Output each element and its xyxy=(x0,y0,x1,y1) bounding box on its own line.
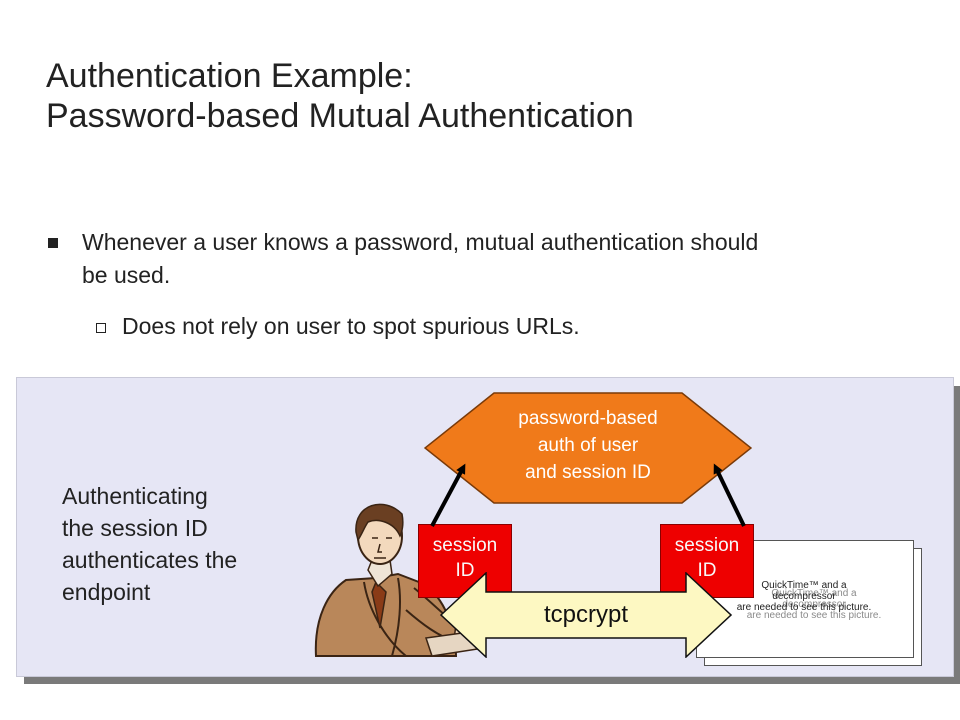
image-placeholder-front xyxy=(696,540,914,658)
hexagon-label-line-1: password-based xyxy=(518,408,658,429)
password-auth-hexagon xyxy=(424,392,752,504)
placeholder-text-front: QuickTime™ and a decompressor are needed… xyxy=(736,580,872,613)
hexagon-label-line-2: auth of user xyxy=(537,435,639,456)
tcpcrypt-double-arrow xyxy=(440,572,732,658)
placeholder-text-back: QuickTime™ and a decompressor are needed… xyxy=(746,588,882,621)
bullet-main-text: Whenever a user knows a password, mutual… xyxy=(82,229,759,288)
panel-caption-line-3: authenticates the xyxy=(62,547,238,573)
bullet-main: Whenever a user knows a password, mutual… xyxy=(48,226,782,292)
slide-title: Authentication Example: Password-based M… xyxy=(46,56,634,136)
panel-caption-line-1: Authenticating xyxy=(62,483,208,509)
panel-caption: Authenticating the session ID authentica… xyxy=(62,480,237,608)
title-line-1: Authentication Example: xyxy=(46,57,413,95)
bullet-sub: Does not rely on user to spot spurious U… xyxy=(96,310,580,343)
hexagon-label: password-based auth of user and session … xyxy=(424,405,752,486)
tcpcrypt-label: tcpcrypt xyxy=(543,601,629,628)
hexagon-label-line-3: and session ID xyxy=(525,462,651,483)
session-id-box-left: session ID xyxy=(418,524,512,598)
title-line-2: Password-based Mutual Authentication xyxy=(46,97,634,135)
bullet-sub-text: Does not rely on user to spot spurious U… xyxy=(122,313,580,339)
panel-caption-line-2: the session ID xyxy=(62,515,208,541)
square-bullet-icon xyxy=(48,238,58,248)
hollow-square-bullet-icon xyxy=(96,323,106,333)
panel-caption-line-4: endpoint xyxy=(62,579,151,605)
session-id-box-right: session ID xyxy=(660,524,754,598)
